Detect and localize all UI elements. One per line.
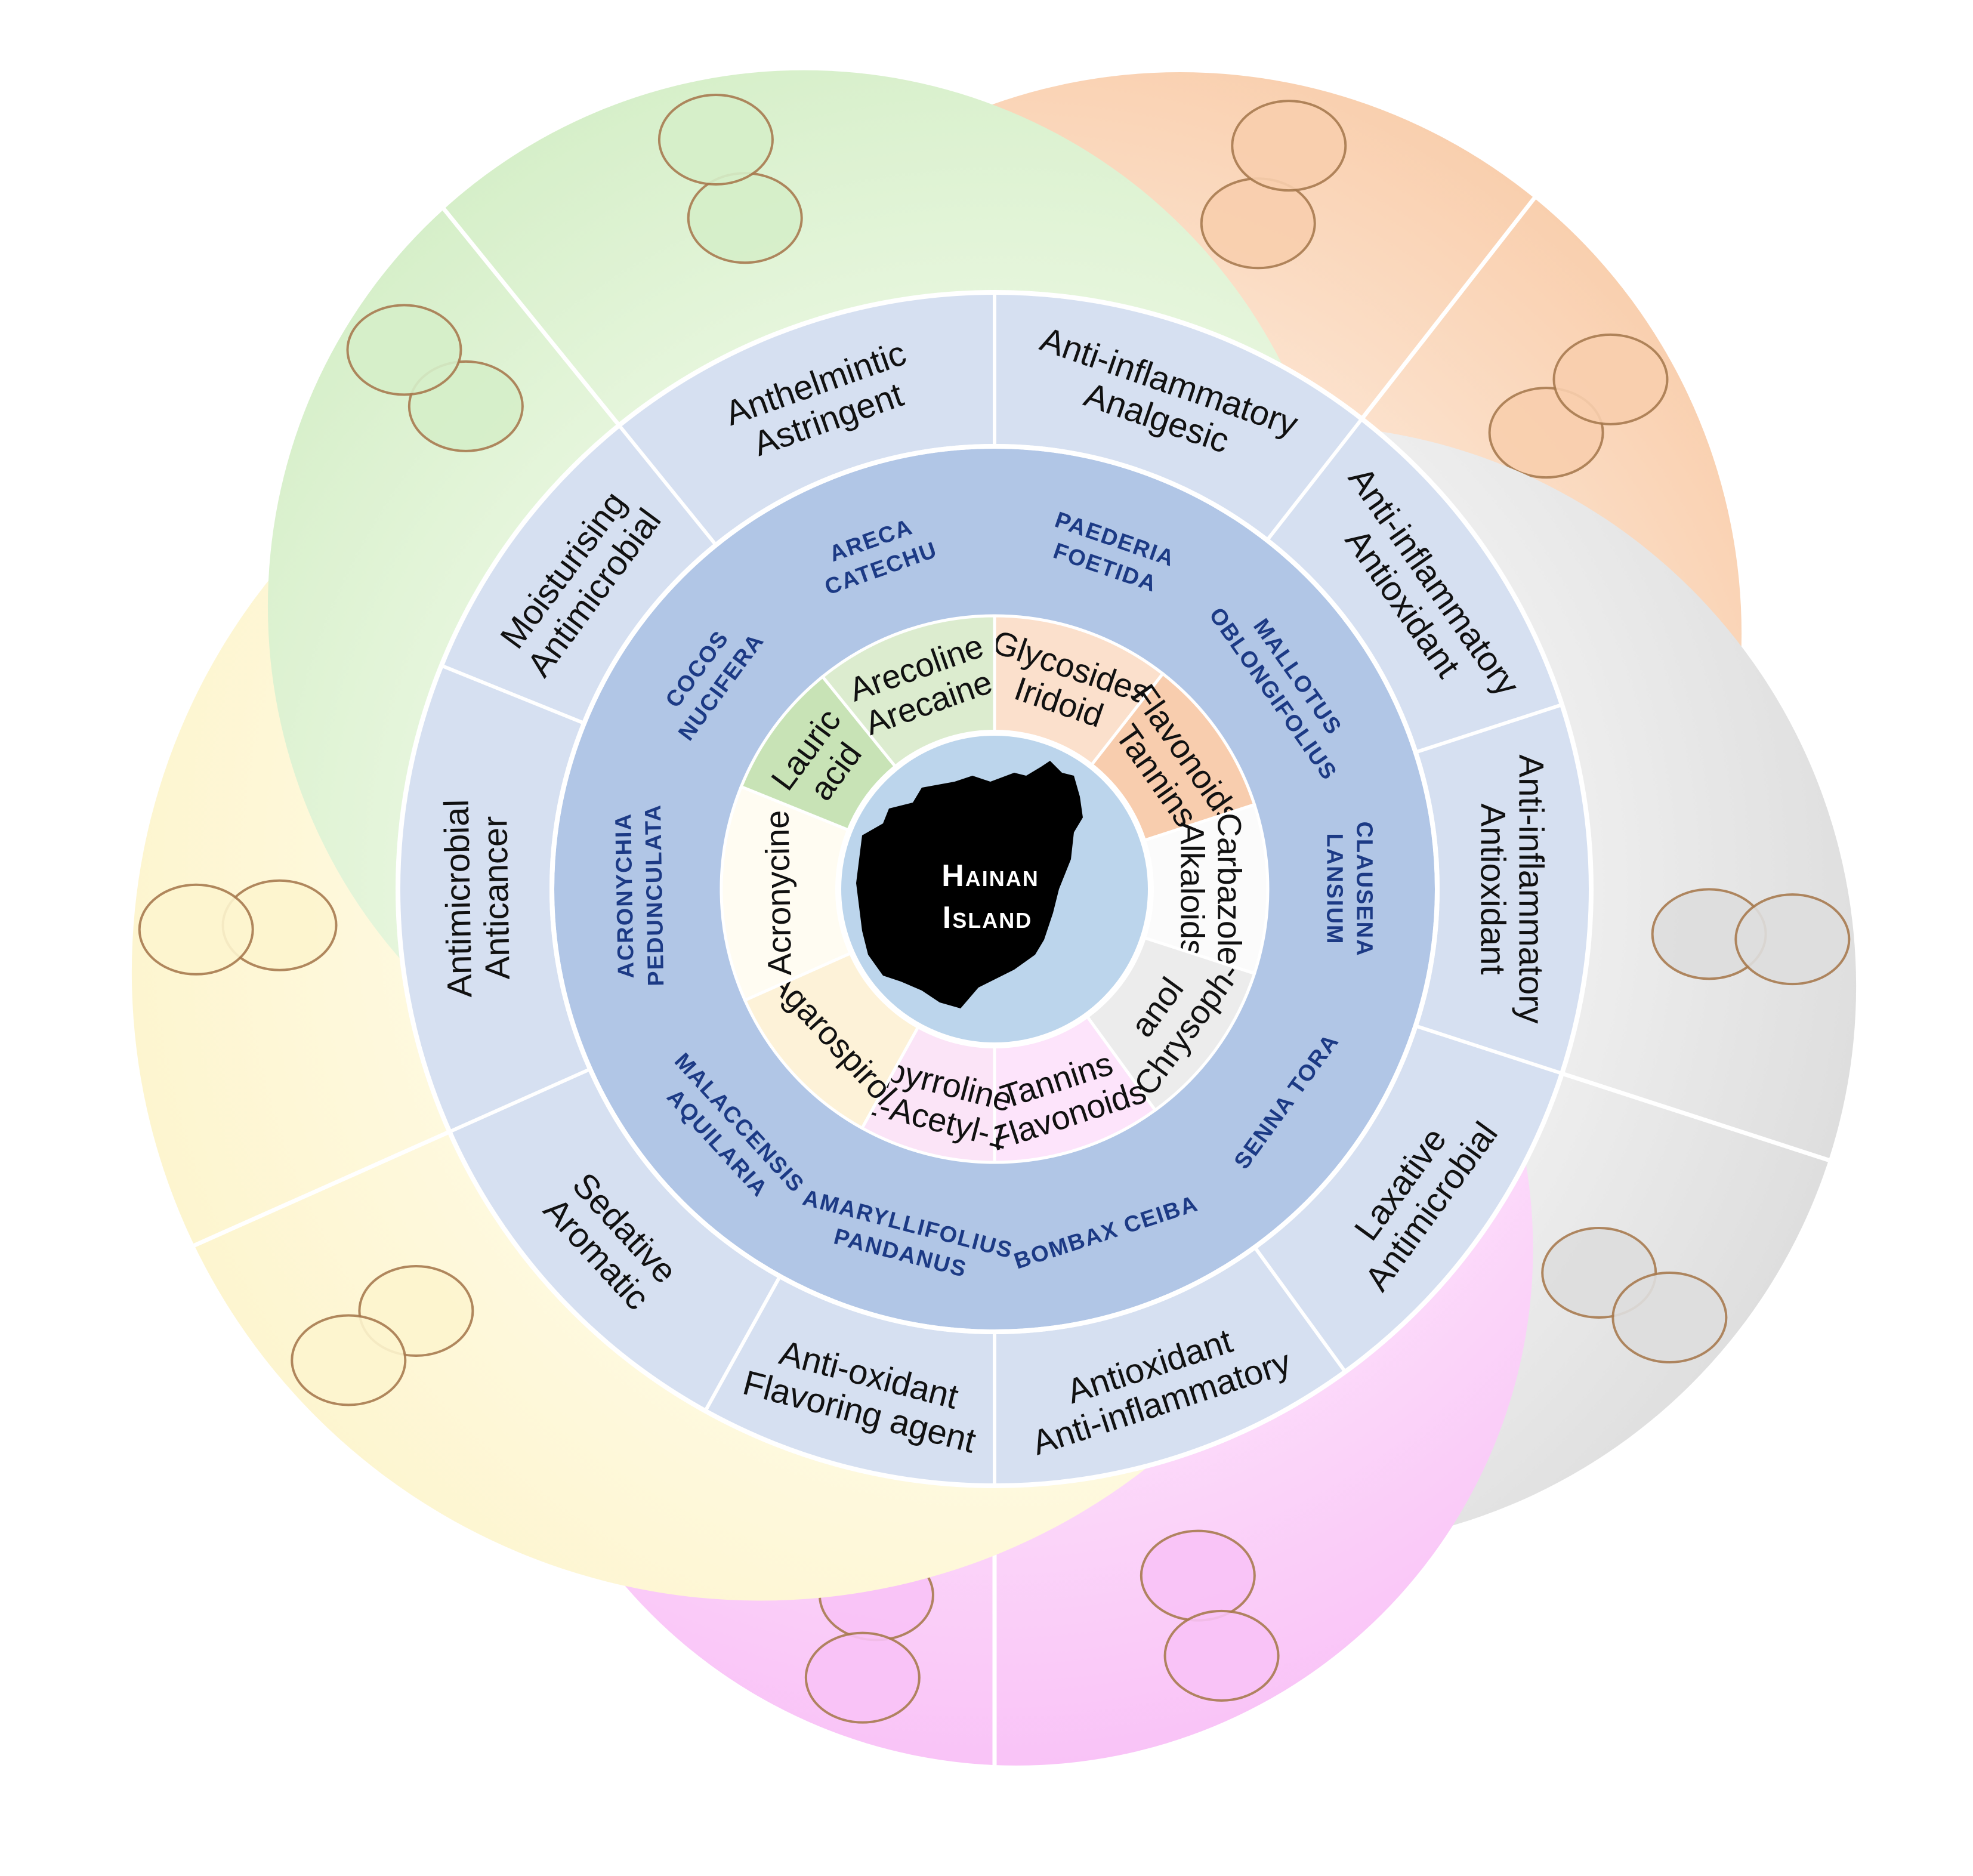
red-fruits-icon (346, 304, 462, 396)
kapok-pod-icon (1140, 1529, 1256, 1622)
effect-label-line: Antioxidant (1474, 804, 1512, 975)
kapok-flowers-icon (1163, 1609, 1280, 1702)
wampee-fruit-halves-icon (1734, 893, 1851, 986)
petal-divider (441, 206, 621, 427)
compound-label-line: Acronycine (758, 810, 798, 976)
center-hub: Hainan Island (835, 730, 1154, 1048)
ring-separator (549, 444, 1440, 1334)
species-label-line: LANSIUM (1322, 833, 1347, 945)
species-label-line: CLAUSENA (1352, 821, 1377, 956)
effect-label-line: Anticancer (476, 816, 517, 980)
petal-divider (192, 1130, 450, 1248)
areca-nuts-icon (657, 94, 774, 186)
bead-bracelet-icon (291, 1314, 407, 1406)
hainan-island-silhouette-icon (856, 761, 1083, 1008)
leaves-icon (1552, 333, 1669, 425)
agarwood-log-icon (138, 883, 254, 976)
pandan-leaves-icon (804, 1631, 921, 1724)
petal-divider (1561, 1071, 1830, 1162)
seeds-icon (1611, 1272, 1728, 1364)
compound-label-line: Alkaloids (1174, 822, 1211, 956)
coconut-half-icon (687, 172, 803, 264)
species-label-line: ACRONYCHIA (611, 813, 639, 979)
sliced-root-icon (1200, 177, 1316, 270)
flowering-branch-icon (1231, 100, 1347, 192)
compound-label: Acronycine (758, 810, 798, 976)
center-title-line2: Island (943, 900, 1032, 935)
petal-divider (1360, 196, 1536, 421)
effect-label-line: Anti-inflammatory (1512, 754, 1551, 1023)
compound-label-line: Carbazole (1211, 813, 1248, 965)
effect-label-line: Antimicrobial (437, 799, 480, 998)
center-title-line1: Hainan (941, 859, 1039, 893)
species-label-line: PEDUNCULATA (641, 804, 669, 986)
